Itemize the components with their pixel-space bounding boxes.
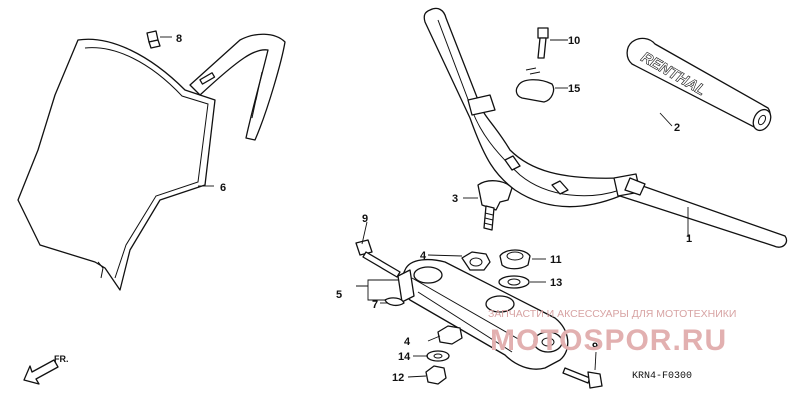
washer-part-7 xyxy=(384,297,405,307)
top-bridge-part-5 xyxy=(397,258,569,370)
callout-11: 11 xyxy=(550,254,562,266)
diagram-code: KRN4-F0300 xyxy=(632,371,692,382)
nut-part-4-lower xyxy=(437,325,463,345)
callout-1: 1 xyxy=(686,233,692,245)
washer-part-13 xyxy=(498,275,530,289)
upper-holder-part-15 xyxy=(515,67,568,103)
nut-part-11 xyxy=(499,249,531,270)
handlebar-part-1 xyxy=(423,7,788,248)
callout-9-lower: 9 xyxy=(592,341,598,353)
bolt-part-9-right xyxy=(562,367,603,389)
washer-part-14 xyxy=(426,350,450,362)
bolt-part-8 xyxy=(146,30,172,49)
watermark: ЗАПЧАСТИ И АКСЕССУАРЫ ДЛЯ МОТОТЕХНИКИ MO… xyxy=(488,308,736,357)
callout-13: 13 xyxy=(550,277,562,289)
watermark-line1: ЗАПЧАСТИ И АКСЕССУАРЫ ДЛЯ МОТОТЕХНИКИ xyxy=(488,308,736,320)
handlebar-holder-part-3 xyxy=(463,180,513,231)
callout-7: 7 xyxy=(372,299,378,311)
callout-10: 10 xyxy=(568,35,580,47)
callout-8: 8 xyxy=(176,33,182,45)
callout-labels: 8 6 10 15 2 3 1 9 4 11 13 5 7 4 9 14 12 xyxy=(176,33,692,384)
callout-5: 5 xyxy=(336,289,342,301)
callout-3: 3 xyxy=(452,193,458,205)
callout-9-upper: 9 xyxy=(362,213,368,225)
callout-14: 14 xyxy=(398,351,411,363)
callout-4-lower: 4 xyxy=(404,336,411,348)
nut-part-4-upper xyxy=(461,251,491,271)
watermark-line2: MOTOSPOR.RU xyxy=(490,324,727,357)
callout-12: 12 xyxy=(392,372,404,384)
bolt-part-9-left xyxy=(355,239,401,278)
front-marker-text: FR. xyxy=(54,354,69,364)
callout-4-upper: 4 xyxy=(420,250,427,262)
handlebar-pad-part-2: RENTHAL xyxy=(626,37,772,132)
callout-2: 2 xyxy=(674,122,680,134)
leader-lines xyxy=(198,112,689,378)
bolt-part-10 xyxy=(537,27,568,59)
callout-6: 6 xyxy=(220,182,226,194)
front-direction-arrow: FR. xyxy=(23,354,69,385)
nut-part-12 xyxy=(425,365,447,385)
callout-15: 15 xyxy=(568,83,580,95)
number-plate-part-6 xyxy=(17,33,286,291)
